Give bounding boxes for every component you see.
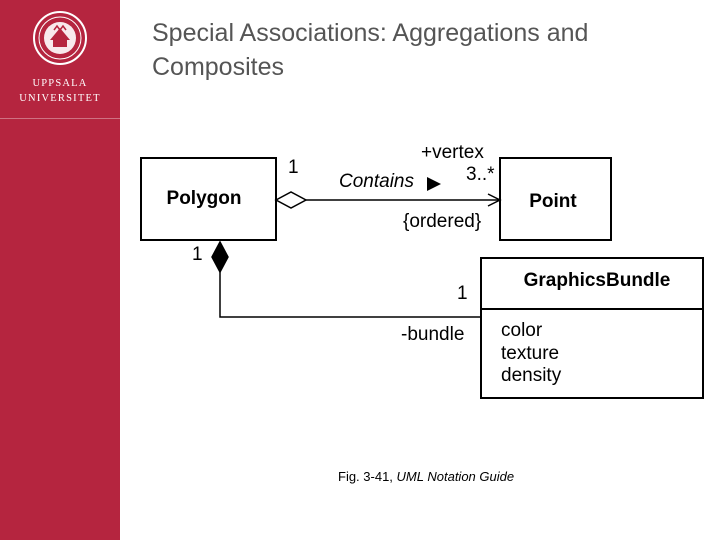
logo-text-line2: UNIVERSITET (19, 93, 101, 104)
read-direction-triangle-icon (427, 177, 441, 191)
composition-polygon-multiplicity: 1 (192, 244, 203, 265)
aggregation-point-multiplicity: 3..* (466, 164, 495, 185)
polygon-class-box (140, 157, 277, 241)
composition-line (219, 272, 481, 318)
aggregation-name: Contains (339, 171, 414, 192)
aggregation-role: +vertex (421, 142, 484, 163)
university-logo: UPPSALA UNIVERSITET (0, 10, 120, 120)
logo-text-line1: UPPSALA (32, 78, 88, 89)
figure-caption: Fig. 3-41, UML Notation Guide (338, 469, 514, 484)
composition-diamond (211, 240, 229, 274)
graphics-bundle-attribute: texture (501, 343, 559, 364)
sidebar-divider (0, 118, 120, 119)
graphics-bundle-attribute: color (501, 320, 543, 341)
aggregation-diamond (274, 191, 308, 209)
university-seal-icon (33, 11, 87, 65)
aggregation-constraint: {ordered} (403, 211, 481, 232)
composition-role: -bundle (401, 324, 464, 345)
sidebar: UPPSALA UNIVERSITET (0, 0, 120, 540)
caption-source: UML Notation Guide (396, 469, 515, 484)
polygon-class-name: Polygon (167, 188, 242, 209)
caption-prefix: Fig. 3-41, (338, 469, 397, 484)
composition-bundle-multiplicity: 1 (457, 283, 468, 304)
graphics-bundle-attribute: density (501, 365, 562, 386)
aggregation-arrowhead (487, 193, 502, 207)
slide-title: Special Associations: Aggregations and C… (152, 19, 589, 81)
graphics-bundle-class-name: GraphicsBundle (524, 270, 671, 291)
graphics-bundle-class-box (480, 257, 704, 399)
aggregation-polygon-multiplicity: 1 (288, 157, 299, 178)
point-class-box (499, 157, 612, 241)
point-class-name: Point (529, 191, 577, 212)
